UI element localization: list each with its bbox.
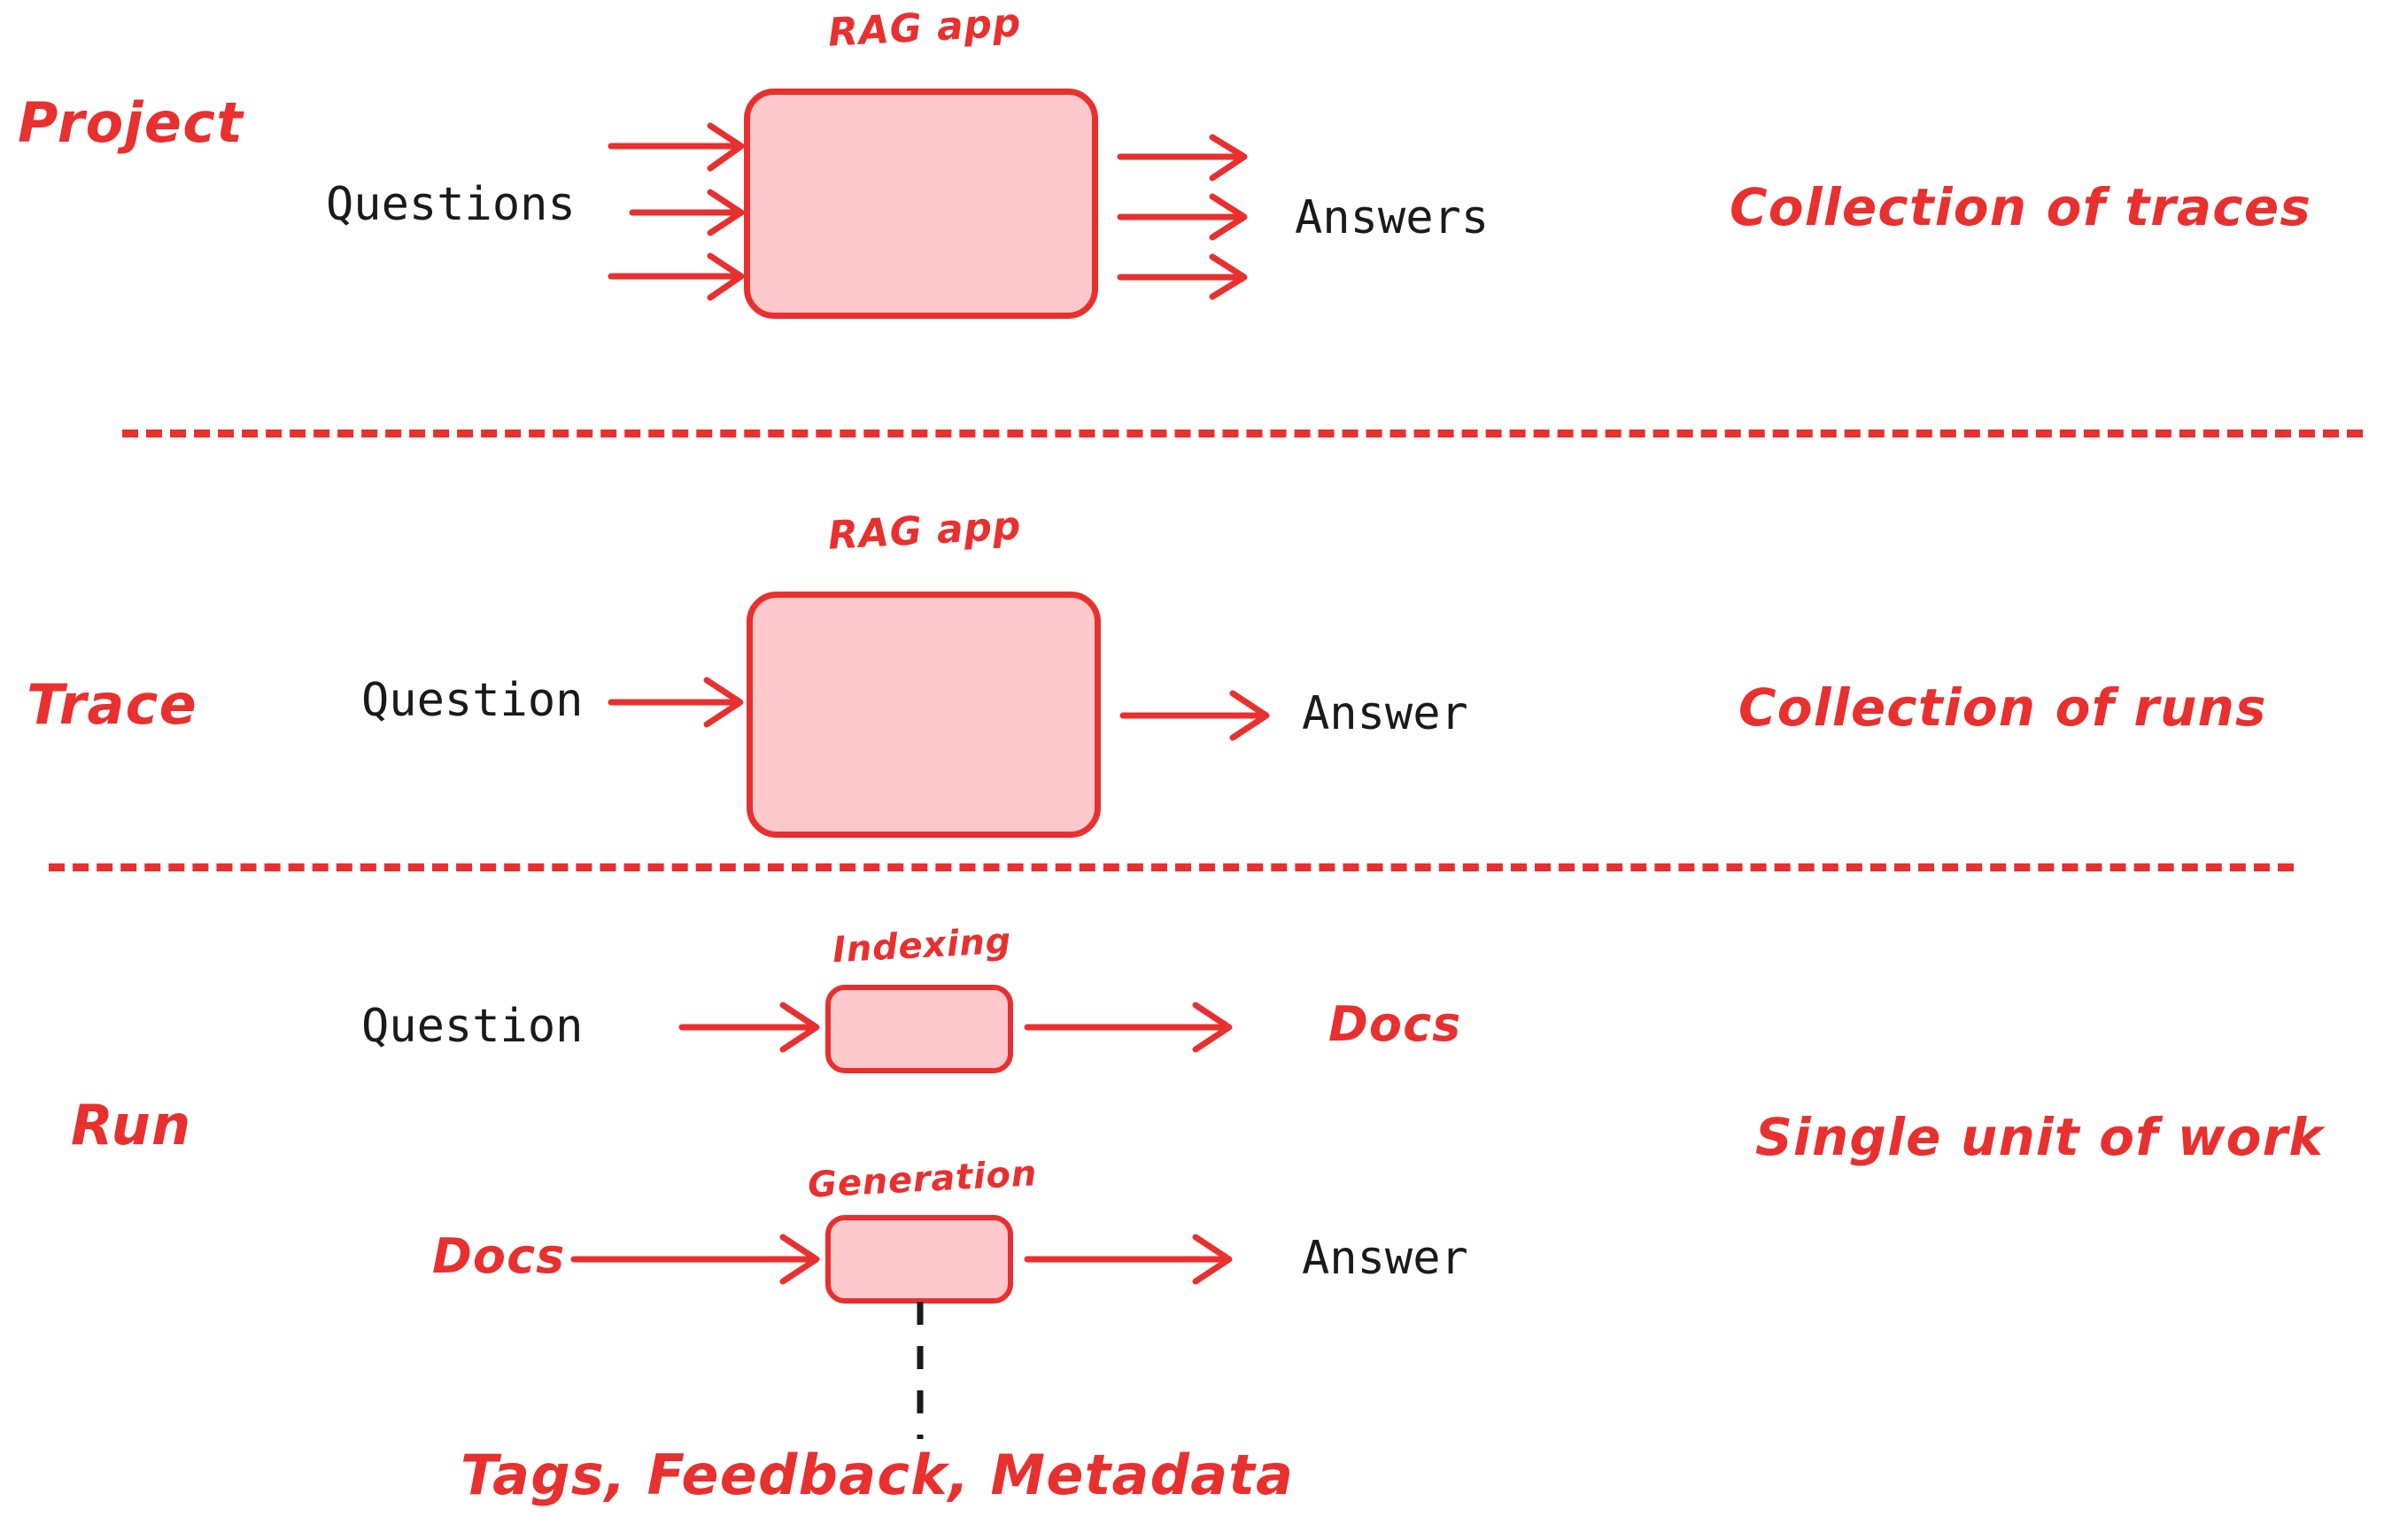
input-arrow-indexing — [678, 1002, 820, 1053]
output-arrows-project — [1117, 134, 1248, 300]
box-caption-rag-app-trace: RAG app — [826, 503, 1023, 559]
output-label-answer-generation: Answer — [1302, 1232, 1468, 1285]
box-caption-rag-app-project: RAG app — [826, 0, 1023, 56]
input-label-questions: Questions — [326, 178, 576, 231]
description-label-project: Collection of traces — [1730, 177, 2312, 237]
category-label-trace: Trace — [27, 672, 197, 737]
divider-project-trace — [122, 429, 2363, 437]
output-label-answer-trace: Answer — [1302, 687, 1468, 740]
annotation-label-tags-feedback-metadata: Tags, Feedback, Metadata — [461, 1443, 1295, 1507]
input-label-question-indexing: Question — [361, 1000, 584, 1053]
category-label-run: Run — [71, 1093, 192, 1157]
input-arrow-trace — [608, 677, 744, 728]
box-indexing — [825, 985, 1013, 1073]
description-label-trace: Collection of runs — [1738, 677, 2267, 738]
input-label-docs-generation: Docs — [432, 1228, 566, 1284]
output-label-answers: Answers — [1295, 191, 1490, 244]
box-caption-generation: Generation — [806, 1153, 1039, 1206]
box-caption-indexing: Indexing — [831, 920, 1013, 971]
divider-trace-run — [49, 863, 2294, 871]
box-rag-app-trace — [747, 592, 1101, 838]
input-arrows-project — [608, 122, 745, 301]
input-arrow-generation — [570, 1234, 820, 1285]
input-label-question-trace: Question — [361, 674, 584, 727]
output-arrow-indexing — [1024, 1002, 1233, 1053]
box-generation — [825, 1215, 1013, 1304]
metadata-connector-dashed-line — [917, 1302, 924, 1439]
category-label-project: Project — [18, 90, 244, 155]
description-label-run: Single unit of work — [1755, 1107, 2325, 1167]
box-rag-app-project — [744, 89, 1098, 319]
output-label-docs-indexing: Docs — [1328, 996, 1462, 1052]
output-arrow-trace — [1119, 690, 1270, 741]
output-arrow-generation — [1024, 1234, 1233, 1285]
